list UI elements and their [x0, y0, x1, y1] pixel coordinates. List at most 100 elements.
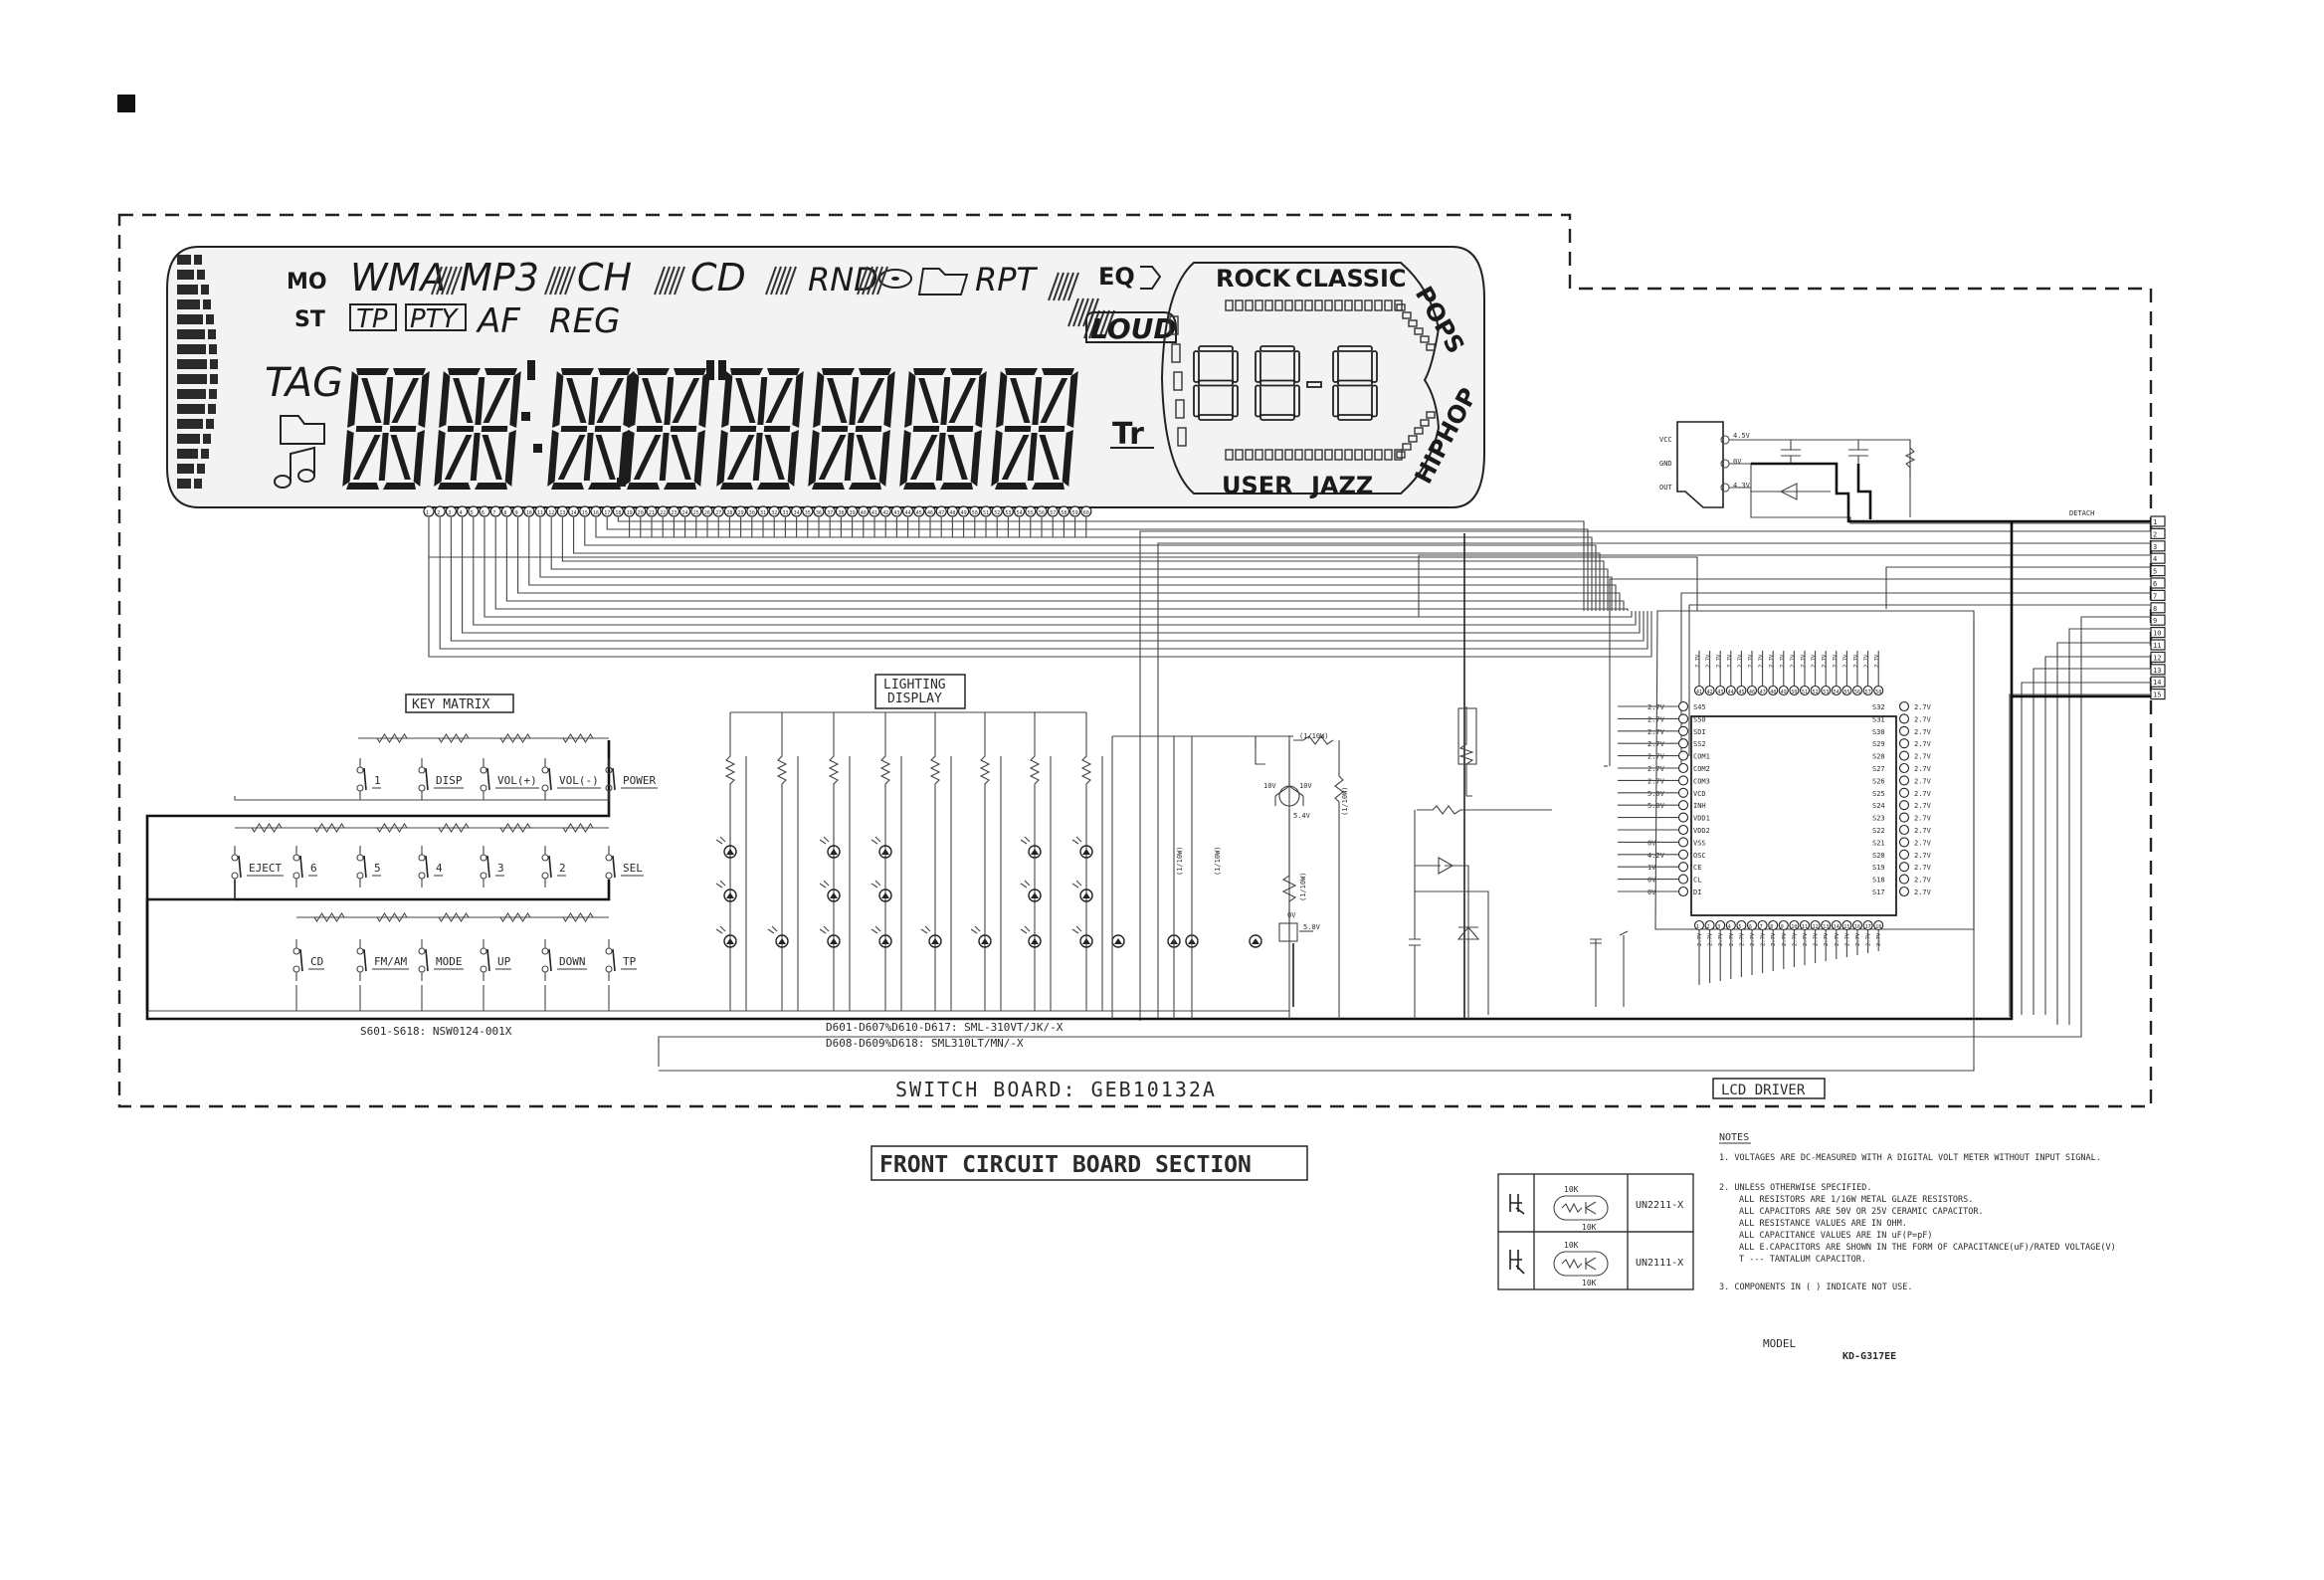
key-switch[interactable]: 2	[541, 846, 566, 888]
key-switch[interactable]: 6	[292, 846, 317, 888]
lcd-pin	[1058, 505, 1070, 517]
eq-side-bar	[1175, 399, 1185, 419]
eq-bar-bottom	[1344, 449, 1353, 461]
key-label: MODE	[436, 955, 463, 968]
lcd-tp-box	[349, 303, 397, 331]
key-switch[interactable]: DISP	[418, 758, 464, 800]
key-switch[interactable]: UP	[480, 939, 511, 981]
driver-pin-voltage: 2.7V	[1822, 654, 1828, 668]
eq-bar-top	[1245, 299, 1254, 311]
segment-digit	[342, 368, 430, 490]
lcd-pin	[579, 505, 591, 517]
eq-side-bar	[1171, 343, 1181, 363]
lcd-pin-number: 31	[760, 510, 766, 516]
driver-pin-voltage: 2.7V	[1801, 654, 1807, 668]
segment-digit	[623, 368, 710, 490]
driver-pin-label: S25	[1872, 790, 1885, 798]
notes-heading: NOTES	[1719, 1132, 1749, 1143]
eq-arc-bar	[1396, 451, 1406, 459]
lcd-pin	[612, 505, 625, 517]
lcd-pin	[1080, 505, 1092, 517]
meter-bar	[201, 285, 209, 295]
hatch-line	[765, 266, 777, 296]
legend-part1: UN2211-X	[1636, 1200, 1683, 1211]
lcd-pin-number: 26	[704, 510, 710, 516]
key-switch[interactable]: 4	[418, 846, 443, 888]
hatch-line	[1067, 272, 1079, 301]
hatch-line	[659, 266, 671, 296]
driver-pin-number: 17	[1865, 924, 1871, 930]
eq-bar-top	[1344, 299, 1353, 311]
led	[827, 934, 841, 948]
quote-tick-1	[706, 360, 714, 380]
driver-pin	[1898, 762, 1910, 774]
lcd-pin-number: 49	[961, 510, 967, 516]
driver-pin	[1841, 919, 1852, 931]
key-switch[interactable]: EJECT	[231, 846, 284, 888]
eq-bar-top	[1314, 299, 1323, 311]
resistor	[360, 911, 422, 923]
resistor	[484, 822, 545, 834]
lcd-pin-number: 29	[738, 510, 744, 516]
lcd-pty-box	[405, 303, 467, 331]
driver-pin-voltage: 2.7V	[1695, 654, 1701, 668]
driver-pin	[1898, 775, 1910, 786]
meter-bar	[201, 449, 209, 459]
driver-pin	[1677, 824, 1689, 836]
hatch-line	[1077, 297, 1089, 327]
key-switch[interactable]: POWER	[605, 758, 658, 800]
key-switch[interactable]: VOL(-)	[541, 758, 601, 800]
driver-pin-voltage: 2.7V	[1727, 654, 1733, 668]
key-switch[interactable]: 1	[356, 758, 381, 800]
key-switch[interactable]: 5	[356, 846, 381, 888]
driver-pin-label: S32	[1872, 703, 1885, 711]
meter-bar	[177, 329, 205, 339]
lcd-mo-indicator: MO	[287, 270, 327, 295]
driver-pin-voltage: 2.7V	[1914, 802, 1932, 810]
key-switch[interactable]: TP	[605, 939, 637, 981]
eq-bar-bottom	[1394, 449, 1403, 461]
hatch-line	[862, 266, 873, 296]
lcd-pin	[890, 505, 903, 517]
meter-bar	[194, 255, 202, 265]
lcd-pin	[734, 505, 747, 517]
key-switch[interactable]: CD	[292, 939, 324, 981]
key-switch[interactable]: VOL(+)	[480, 758, 539, 800]
meter-bar	[177, 314, 203, 324]
driver-pin-label: S18	[1872, 877, 1885, 885]
segment-digit	[899, 368, 987, 490]
driver-pin-label: INH	[1693, 802, 1706, 810]
legend-r1b: 10K	[1582, 1223, 1597, 1232]
key-switch[interactable]: SEL	[605, 846, 644, 888]
key-switch[interactable]: FM/AM	[356, 939, 409, 981]
hatch-line	[674, 266, 685, 296]
lighting-array	[715, 711, 1262, 1011]
driver-pin-number: 45	[1738, 690, 1744, 695]
meter-bar	[203, 434, 211, 444]
led-column	[871, 712, 902, 1011]
meter-bar	[177, 464, 194, 474]
lcd-pin	[779, 505, 792, 517]
driver-pin	[1677, 738, 1689, 749]
driver-pin	[1898, 700, 1910, 712]
key-switch[interactable]: 3	[480, 846, 504, 888]
connector-pin	[2150, 515, 2166, 527]
lcd-pin	[534, 505, 546, 517]
driver-pin-voltage: 2.7V	[1914, 877, 1932, 885]
meter-bar	[210, 374, 218, 384]
eq-bracket	[1140, 266, 1162, 290]
meter-bar	[177, 359, 207, 369]
pin-trace	[550, 517, 1609, 611]
level-meter	[177, 255, 218, 489]
quote-tick-2	[718, 360, 726, 380]
eq-bar-top	[1264, 299, 1273, 311]
lcd-pin	[511, 505, 524, 517]
lcd-pin-number: 35	[805, 510, 811, 516]
lcd-pin	[1002, 505, 1015, 517]
eq-user: USER	[1222, 472, 1293, 499]
connector-pin-number: 8	[2153, 605, 2157, 613]
led-column	[715, 712, 747, 1011]
key-switch[interactable]: DOWN	[541, 939, 587, 981]
key-switch[interactable]: MODE	[418, 939, 464, 981]
meter-bar	[210, 359, 218, 369]
